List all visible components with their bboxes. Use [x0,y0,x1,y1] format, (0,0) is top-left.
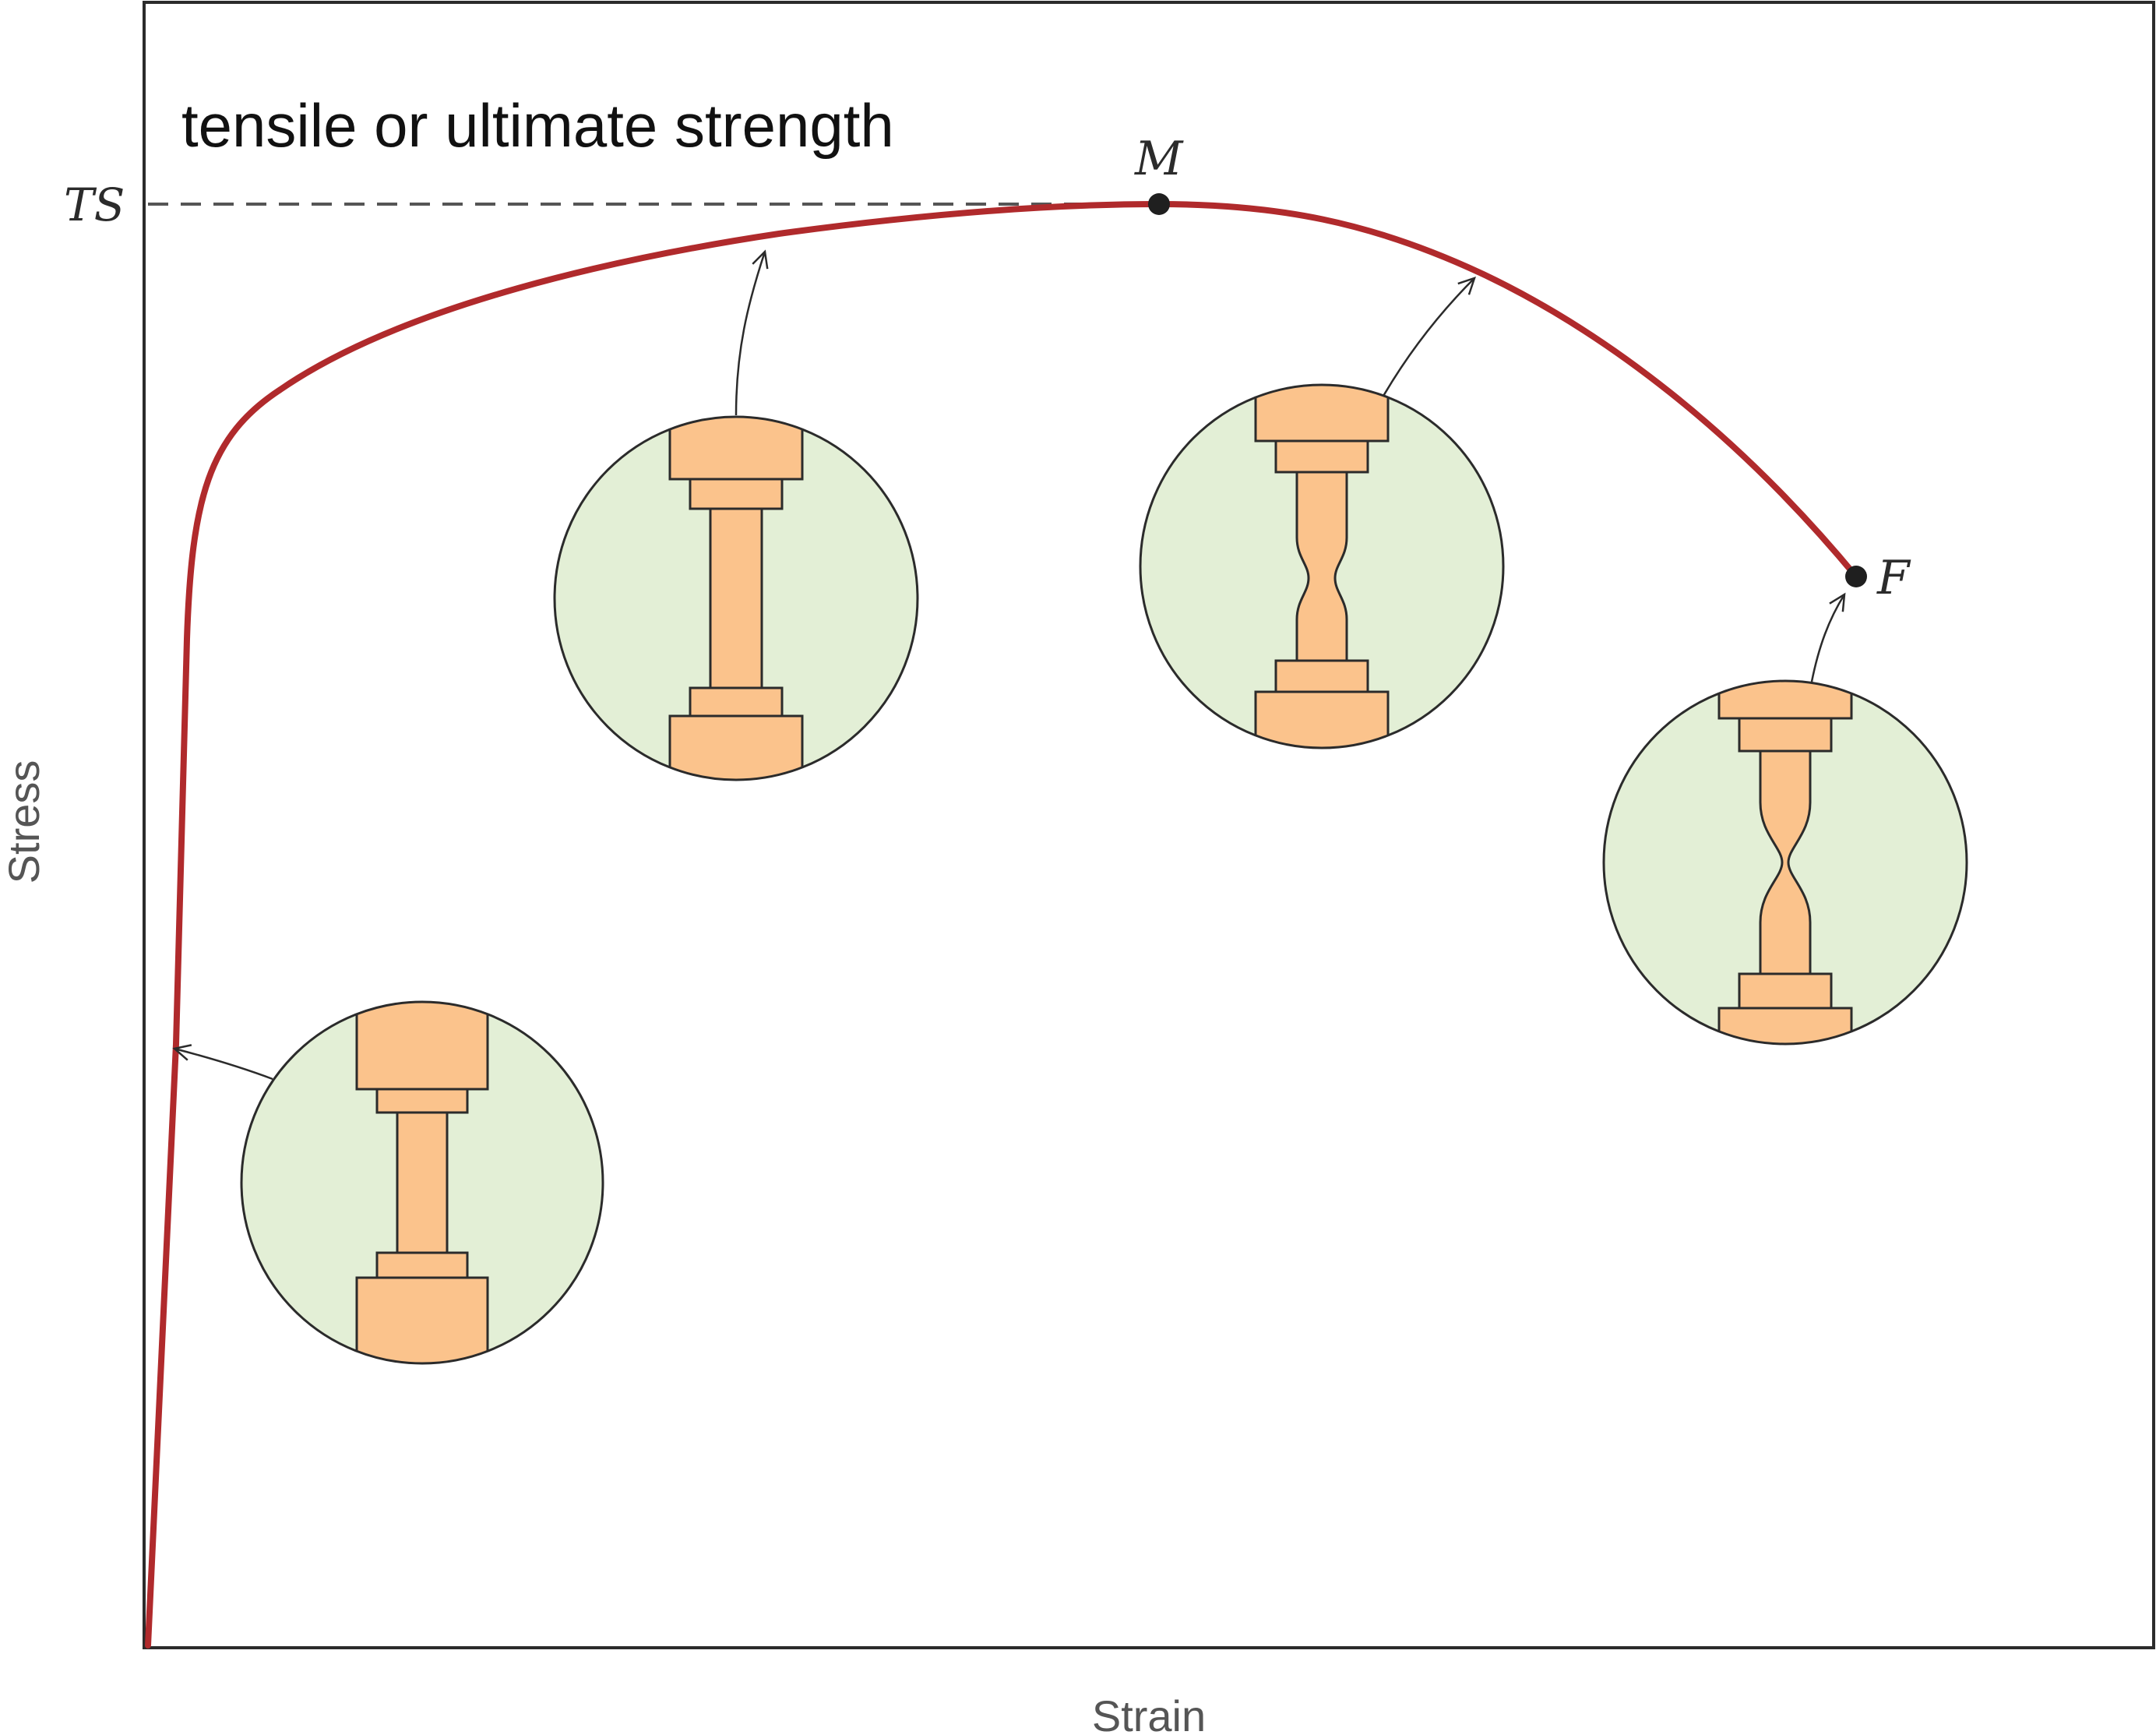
fracture-point-marker [1845,566,1867,587]
fracture-point-label: F [1876,551,1911,605]
fracture-specimen-inset [1602,679,1968,1046]
stress-strain-curve [145,201,1859,1649]
y-axis-label: Stress [0,760,48,884]
plastic-specimen-inset [553,415,919,781]
elastic-specimen-inset [240,1000,604,1365]
plot-frame [143,1,2155,1649]
fracture-inset-arrow [1810,592,1846,682]
x-axis-label: Strain [1092,1691,1206,1735]
necking-specimen-inset [1139,383,1505,749]
ts-tick-label: TS [64,178,125,231]
necking-inset-arrow [1381,277,1476,398]
plastic-inset-arrow [735,249,769,416]
max-point-label: M [1134,132,1184,186]
max-point-marker [1148,193,1170,215]
tensile-strength-annotation: tensile or ultimate strength [181,91,894,160]
elastic-inset-arrow [172,1044,273,1081]
